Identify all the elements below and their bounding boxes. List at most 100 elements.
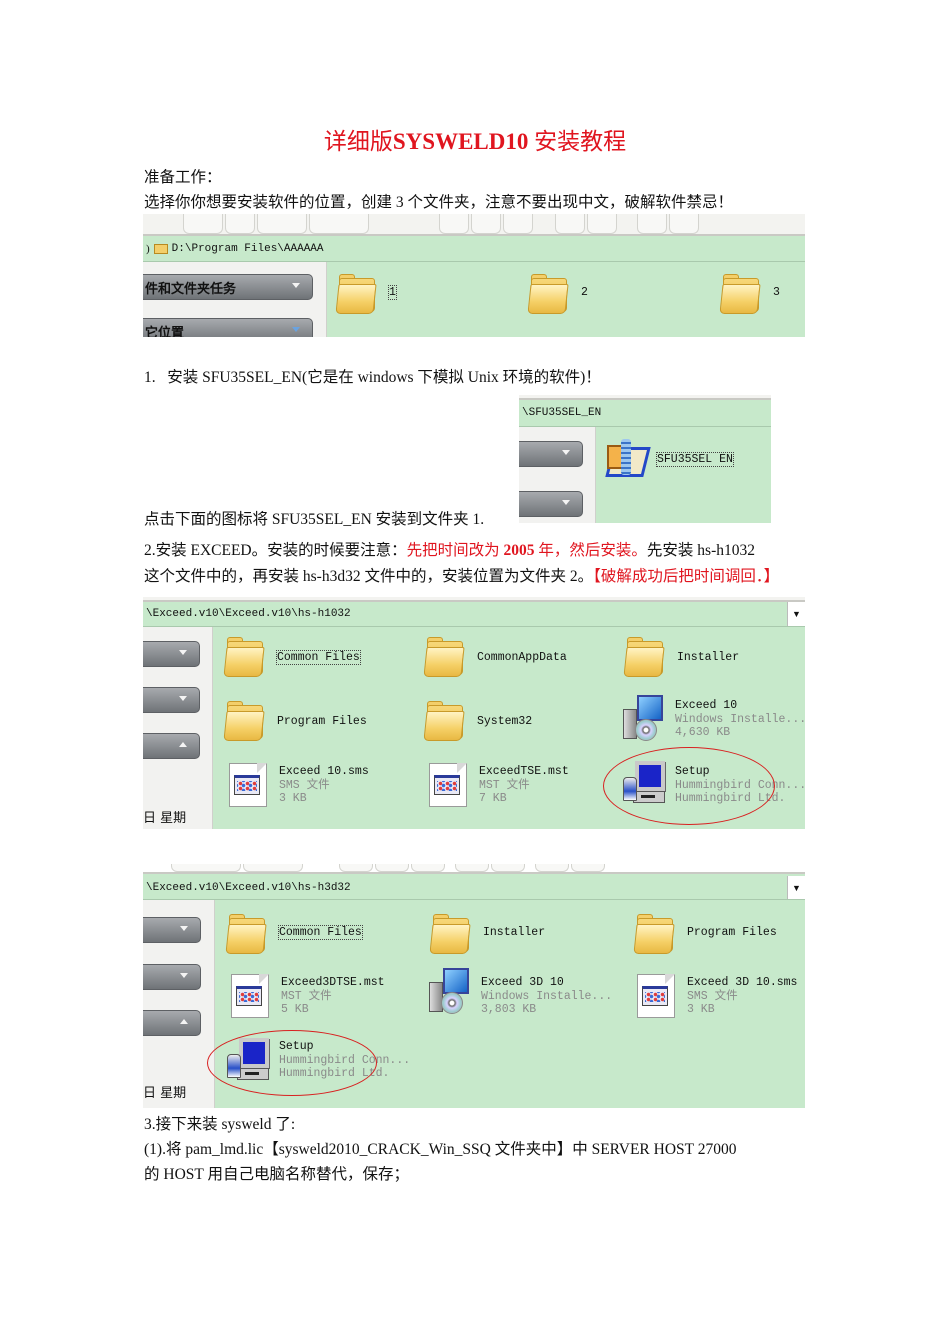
folder-icon [223, 699, 269, 745]
file-type: Windows Installe... [481, 989, 613, 1003]
chevron-down-icon [180, 926, 188, 931]
installer-icon [427, 968, 473, 1022]
file-type: MST 文件 [281, 989, 332, 1003]
file-name: Exceed 3D 10 [481, 976, 564, 989]
file-name: Program Files [277, 715, 367, 728]
toolbar [143, 864, 805, 874]
h3d32-explorer-screenshot: \Exceed.v10\Exceed.v10\hs-h3d32 ▼ 日 星期 C… [143, 864, 805, 1108]
folder-icon [223, 635, 269, 681]
side-button[interactable] [143, 687, 200, 713]
toolbar [519, 395, 771, 400]
file-name: System32 [477, 715, 533, 728]
title-prefix: 详细版 [323, 129, 393, 154]
folder-item[interactable]: Common Files [225, 912, 363, 958]
task-pane: 件和文件夹任务 它位置 [143, 262, 327, 337]
file-size: 7 KB [479, 792, 507, 805]
file-name: Exceed 10.sms [279, 765, 369, 778]
folder-name: 3 [773, 286, 780, 299]
chevron-down-icon [562, 500, 570, 505]
file-type: Windows Installe... [675, 712, 805, 726]
step2-text: 2.安装 EXCEED。安装的时候要注意： [144, 542, 407, 559]
folder-item[interactable]: CommonAppData [423, 635, 567, 681]
chevron-down-icon [180, 973, 188, 978]
toolbar [143, 597, 805, 602]
folder-icon [633, 912, 679, 958]
side-button[interactable] [519, 441, 583, 467]
document-icon [227, 972, 273, 1018]
folder-item[interactable]: Installer [429, 912, 545, 958]
side-button[interactable] [143, 917, 201, 943]
document-icon [425, 761, 471, 807]
address-bar[interactable]: \Exceed.v10\Exceed.v10\hs-h1032 ▼ [143, 602, 805, 627]
address-bar[interactable]: \SFU35SEL_EN [519, 400, 771, 427]
folder-icon [527, 272, 573, 318]
side-button-file-tasks[interactable]: 件和文件夹任务 [143, 274, 313, 300]
folder-icon [623, 635, 669, 681]
side-button[interactable] [519, 491, 583, 517]
task-pane: 日 星期 [143, 900, 215, 1108]
file-type: MST 文件 [479, 778, 530, 792]
folder-item[interactable]: Program Files [223, 699, 367, 745]
chevron-down-icon [292, 283, 300, 288]
folder-item[interactable]: 3 [719, 272, 780, 318]
sfu-installer-item[interactable]: SFU35SEL EN [603, 437, 734, 483]
installer-icon [621, 695, 667, 749]
side-button[interactable] [143, 733, 200, 759]
folder-item[interactable]: 1 [335, 272, 397, 318]
file-name: CommonAppData [477, 651, 567, 664]
side-button[interactable] [143, 1010, 201, 1036]
step2-warning: 【破解成功后把时间调回．】 [593, 568, 780, 585]
highlight-ellipse [207, 1030, 377, 1096]
folder-item[interactable]: 2 [527, 272, 588, 318]
address-text: \Exceed.v10\Exceed.v10\hs-h1032 [146, 608, 351, 620]
folder-icon [719, 272, 765, 318]
sfu-explorer-screenshot: \SFU35SEL_EN SFU35SEL EN [519, 395, 771, 523]
file-name: Installer [483, 926, 546, 939]
folder-item[interactable]: System32 [423, 699, 532, 745]
file-size: 4,630 KB [675, 726, 731, 739]
file-name: Exceed3DTSE.mst [281, 976, 385, 989]
step1-text: 1. 安装 SFU35SEL_EN(它是在 windows 下模拟 Unix 环… [144, 365, 601, 390]
address-bar[interactable]: \Exceed.v10\Exceed.v10\hs-h3d32 ▼ [143, 876, 805, 900]
folder-icon [153, 243, 168, 254]
address-text: D:\Program Files\AAAAAA [171, 242, 324, 255]
folder-item[interactable]: Common Files [223, 635, 361, 681]
dropdown-arrow-icon[interactable]: ▼ [787, 602, 805, 626]
step1-instruction: 点击下面的图标将 SFU35SEL_EN 安装到文件夹 1. [144, 511, 485, 528]
task-pane: 日 星期 [143, 627, 213, 829]
highlight-ellipse [603, 747, 775, 825]
folder-item[interactable]: Installer [623, 635, 739, 681]
side-button[interactable] [143, 641, 200, 667]
address-bar[interactable]: ) D:\Program Files\AAAAAA [143, 236, 805, 262]
file-size: 3 KB [279, 792, 307, 805]
title-product: SYSWELD10 [392, 129, 529, 154]
step2-line1: 2.安装 EXCEED。安装的时候要注意：先把时间改为 2005 年，然后安装。… [144, 538, 755, 563]
side-button[interactable] [143, 964, 201, 990]
document-title: 详细版SYSWELD10 安装教程 [0, 122, 950, 156]
folders-explorer-screenshot: ) D:\Program Files\AAAAAA 件和文件夹任务 它位置 1 … [143, 214, 805, 337]
folder-item[interactable]: Program Files [633, 912, 777, 958]
toolbar [143, 214, 805, 236]
file-name: Common Files [278, 925, 363, 940]
step3-line1: (1).将 pam_lmd.lic【sysweld2010_CRACK_Win_… [144, 1141, 737, 1158]
file-type: SMS 文件 [687, 989, 738, 1003]
side-date-text: 日 星期 [143, 1086, 187, 1101]
side-button-other-places[interactable]: 它位置 [143, 318, 313, 337]
file-name: Exceed 3D 10.sms [687, 976, 798, 989]
file-size: 3,803 KB [481, 1003, 537, 1016]
addr-prefix: ) [146, 242, 150, 255]
h1032-explorer-screenshot: \Exceed.v10\Exceed.v10\hs-h1032 ▼ 日 星期 C… [143, 597, 805, 829]
chevron-up-icon [179, 742, 187, 747]
file-name: Common Files [276, 650, 361, 665]
step2-year: 2005 [503, 542, 535, 559]
prep-heading: 准备工作： [144, 169, 222, 186]
folder-icon [423, 635, 469, 681]
file-name: Program Files [687, 926, 777, 939]
dropdown-arrow-icon[interactable]: ▼ [787, 876, 805, 899]
